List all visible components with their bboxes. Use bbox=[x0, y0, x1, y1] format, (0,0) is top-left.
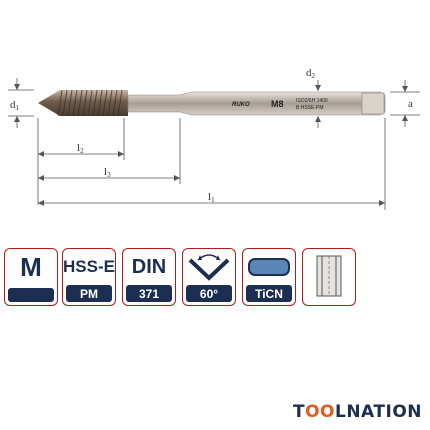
badge-shank bbox=[302, 248, 356, 306]
thread-angle-icon bbox=[183, 249, 235, 285]
feature-badges: M HSS-E PM DIN 371 60° TiCN bbox=[4, 248, 364, 308]
badge-din: DIN 371 bbox=[122, 248, 176, 306]
badge-coating: TiCN bbox=[242, 248, 296, 306]
shank-line2: B HSSE-PM bbox=[296, 105, 324, 111]
label-d1: d1 bbox=[10, 99, 20, 112]
shank-size: M8 bbox=[271, 99, 284, 109]
toolnation-logo: TOOLNATION bbox=[293, 402, 422, 422]
square-drive bbox=[361, 92, 385, 115]
badge-material-label: HSS-E bbox=[63, 257, 115, 276]
brand-t: T bbox=[292, 402, 306, 422]
badge-thread-m-bar bbox=[8, 288, 54, 302]
shank-line1: ISO2/6H 1400 bbox=[296, 98, 328, 104]
badge-din-sub: 371 bbox=[126, 285, 172, 302]
label-a: a bbox=[408, 98, 413, 110]
tap-drawing: RUKO M8 ISO2/6H 1400 B HSSE-PM bbox=[8, 67, 420, 210]
badge-material-sub: PM bbox=[66, 285, 112, 302]
cylindrical-shank-icon bbox=[303, 249, 355, 303]
label-d2: d2 bbox=[306, 67, 316, 80]
badge-thread-m-label: M bbox=[20, 251, 42, 282]
badge-angle-sub: 60° bbox=[186, 285, 232, 302]
tap-neck bbox=[127, 91, 386, 116]
badge-din-label: DIN bbox=[131, 255, 167, 278]
label-l1: l1 bbox=[208, 191, 215, 204]
brand-rest: LNATION bbox=[335, 402, 422, 422]
label-l2: l2 bbox=[77, 142, 84, 155]
badge-coating-sub: TiCN bbox=[246, 285, 292, 302]
label-l3: l3 bbox=[104, 166, 111, 179]
coating-pill-icon bbox=[243, 249, 295, 285]
shank-brand: RUKO bbox=[232, 102, 250, 108]
thread-section bbox=[38, 89, 128, 117]
badge-material: HSS-E PM bbox=[62, 248, 116, 306]
badge-angle: 60° bbox=[182, 248, 236, 306]
brand-oo: OO bbox=[305, 402, 335, 422]
badge-thread-m: M bbox=[4, 248, 58, 306]
